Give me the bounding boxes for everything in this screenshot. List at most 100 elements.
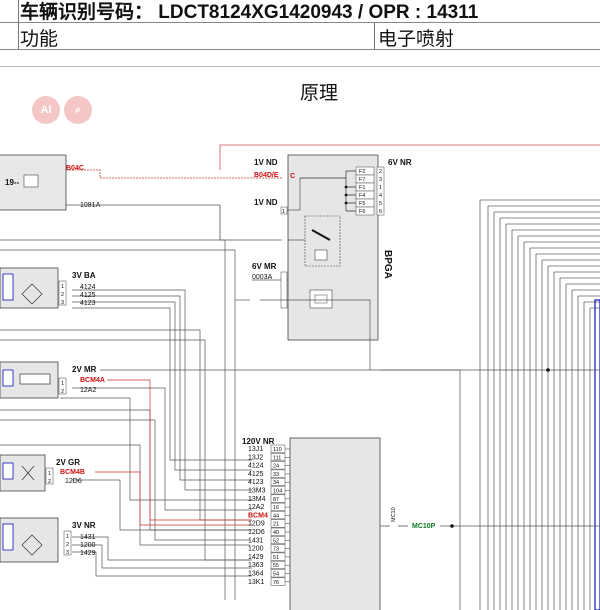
sensor1-pin: 1 <box>61 284 64 290</box>
ecu-pin-number: 110 <box>273 447 282 453</box>
bpga-left-mid-label: 1V ND <box>254 198 278 207</box>
ecu-module: 120V NR 110 13J1 111 13J2 24 4124 33 4125 34 4123… <box>242 437 381 610</box>
bpga-name: BPGA <box>382 250 393 279</box>
fuse-pin: 4 <box>379 193 382 199</box>
ecu-wire-label: 12A2 <box>248 504 264 511</box>
bcm4b-label: BCM4B <box>60 469 85 476</box>
sensor2-pin: 1 <box>61 381 64 387</box>
ecu-wire-label: 13J2 <box>248 454 263 461</box>
sensor4-connector: 3V NR <box>72 521 96 530</box>
function-label: 功能 <box>20 29 59 50</box>
bpga-right-label: 6V NR <box>388 158 412 167</box>
wire-1429: 1429 <box>80 550 96 557</box>
search-button[interactable]: ⌕ <box>64 96 92 124</box>
fuse-pin: 1 <box>379 185 382 191</box>
ecu-wire-label: 13M4 <box>248 496 266 503</box>
fuse-label: F2 <box>359 169 365 175</box>
ecu-pin-number: 51 <box>273 555 279 561</box>
function-value: 电子喷射 <box>378 29 455 50</box>
ecu-pin-number: 40 <box>273 530 279 536</box>
mc10p-node: MC10 MC10P <box>380 507 600 530</box>
fuse-label: F1 <box>359 185 365 191</box>
sensor4-pin: 2 <box>66 542 69 548</box>
fuse-pin: 3 <box>379 177 382 183</box>
ecu-wire-label: 4123 <box>248 479 264 486</box>
wire-1200: 1200 <box>80 542 96 549</box>
top-left-module: 19-- B04C 1081A <box>0 154 282 241</box>
wire-1431: 1431 <box>80 534 96 541</box>
sensor3-pin: 1 <box>48 471 51 477</box>
bpga-left-bottom-label: 6V MR <box>252 262 277 271</box>
ecu-wire-label: 1429 <box>248 554 264 561</box>
ecu-wire-label: 13J1 <box>248 446 263 453</box>
sensor1-connector: 3V BA <box>72 271 96 280</box>
bpga-left-mid-pin: 1 <box>282 209 285 215</box>
sensor-1: 1 2 3 3V BA 4124 4125 4123 <box>0 267 96 309</box>
sensor1-pin: 2 <box>61 292 64 298</box>
section-divider <box>0 66 600 67</box>
ecu-wire-label: 12D9 <box>248 521 265 528</box>
bpga-left-connector-pin: C <box>290 173 295 180</box>
fuse-label: F4 <box>359 193 365 199</box>
fuse-label: F6 <box>359 209 365 215</box>
ecu-wire-label: 12D6 <box>248 529 265 536</box>
wire-1081a: 1081A <box>80 202 101 209</box>
ecu-pin-number: 54 <box>273 572 279 578</box>
fuse-pin: 6 <box>379 209 382 215</box>
sensor4-pin: 3 <box>66 550 69 556</box>
sensor4-pin: 1 <box>66 534 69 540</box>
section-title: 原理 <box>300 83 339 104</box>
ecu-pin-number: 73 <box>273 547 279 553</box>
ecu-pin-number: 33 <box>273 472 279 478</box>
fuse-group: F2 F7 F1 F4 F5 F6 2 3 1 4 5 6 <box>300 166 385 216</box>
bcm4a-label: BCM4A <box>80 377 105 384</box>
ecu-pin-number: 21 <box>273 522 279 528</box>
ecu-pin-number: 16 <box>273 505 279 511</box>
ecu-wire-label: 13K1 <box>248 579 264 586</box>
wire-4124: 4124 <box>80 284 96 291</box>
sensor3-connector: 2V GR <box>56 458 80 467</box>
ecu-wire-label: BCM4 <box>248 512 268 519</box>
diagram-toolbar: AI ⌕ <box>32 96 94 126</box>
ecu-pin-number: 24 <box>273 464 279 470</box>
top-left-ref: 19-- <box>5 178 20 187</box>
function-header-row: 功能 电子喷射 <box>0 22 600 50</box>
fuse-label: F7 <box>359 177 365 183</box>
bpga-left-connector: B04D/E <box>254 172 279 179</box>
ecu-pin-number: 52 <box>273 538 279 544</box>
ecu-wire-label: 1431 <box>248 537 264 544</box>
sensor3-pin: 2 <box>48 479 51 485</box>
ecu-pin-rows: 110 13J1 111 13J2 24 4124 33 4125 34 4123 104 13M3 8… <box>248 444 290 586</box>
b04c-label: B04C <box>66 165 84 172</box>
ecu-pin-number: 104 <box>273 489 282 495</box>
table-divider <box>374 22 375 49</box>
wire-4123: 4123 <box>80 300 96 307</box>
table-left-border <box>18 0 19 49</box>
ecu-wire-label: 1364 <box>248 571 264 578</box>
ecu-connector: 120V NR <box>242 437 275 446</box>
wire-0003a: 0003A <box>252 274 273 281</box>
fuse-pin: 2 <box>379 169 382 175</box>
wire-4125: 4125 <box>80 292 96 299</box>
mc10-side-label: MC10 <box>391 507 397 522</box>
ecu-pin-number: 55 <box>273 563 279 569</box>
sensor-3: 1 2 2V GR BCM4B 12D6 <box>0 454 85 492</box>
ecu-wire-label: 4125 <box>248 471 264 478</box>
ecu-wire-label: 4124 <box>248 463 264 470</box>
mc10p-label: MC10P <box>412 523 436 530</box>
search-icon: ⌕ <box>74 103 82 116</box>
ecu-pin-number: 111 <box>273 455 281 461</box>
ai-button[interactable]: AI <box>32 96 60 124</box>
ecu-pin-number: 34 <box>273 480 279 486</box>
fuse-label: F5 <box>359 201 365 207</box>
ecu-pin-number: 87 <box>273 497 279 503</box>
wire-12d6: 12D6 <box>65 478 82 485</box>
vin-header-row: 车辆识别号码： LDCT8124XG1420943 / OPR : 14311 <box>0 0 600 23</box>
sensor-2: 1 2 2V MR BCM4A 12A2 <box>0 361 105 399</box>
right-blue-box <box>594 299 600 610</box>
ecu-wire-label: 1363 <box>248 562 264 569</box>
right-wire-bundle <box>219 144 600 610</box>
vin-text: 车辆识别号码： LDCT8124XG1420943 / OPR : 14311 <box>20 2 479 23</box>
ecu-wire-label: 13M3 <box>248 488 266 495</box>
